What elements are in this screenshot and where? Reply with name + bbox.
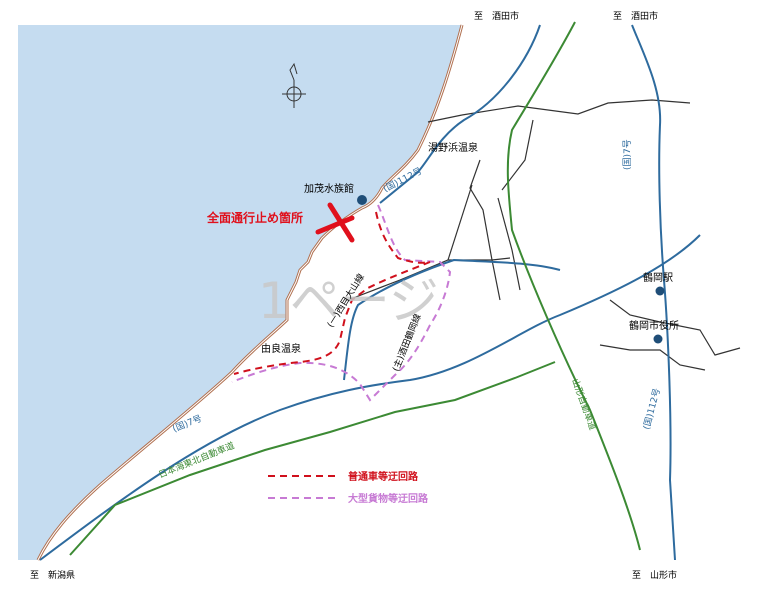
label-kamo-aquarium: 加茂水族館	[304, 182, 354, 195]
page-watermark: 1ページ	[258, 272, 439, 330]
label-nihonkai-expressway: 日本海東北自動車道	[157, 439, 237, 480]
legend: 普通車等迂回路 大型貨物等迂回路	[268, 470, 429, 505]
label-closure-point: 全面通行止め箇所	[206, 210, 303, 225]
national-roads	[39, 24, 701, 561]
truck-detour-route	[231, 204, 452, 402]
label-yura-onsen: 由良温泉	[261, 342, 301, 355]
label-to-sakata-1: 至 酒田市	[474, 10, 519, 22]
expressways	[69, 21, 641, 556]
label-to-niigata: 至 新潟県	[30, 569, 75, 581]
car-detour-route	[233, 211, 431, 375]
label-route-112-east: (国)112号	[641, 387, 663, 431]
label-to-yamagata: 至 山形市	[632, 569, 677, 581]
tsuruoka-city-hall-marker	[653, 334, 663, 344]
label-to-sakata-2: 至 酒田市	[613, 10, 658, 22]
closure-cross-icon	[315, 202, 355, 243]
legend-truck-label: 大型貨物等迂回路	[348, 492, 429, 505]
label-route-7-east: (国)7号	[622, 139, 633, 170]
tsuruoka-station-marker	[655, 286, 665, 296]
north-arrow-icon	[282, 62, 306, 108]
sea-area	[18, 25, 462, 560]
coastline-inner	[37, 24, 463, 561]
label-yunohama-onsen: 湯野浜温泉	[428, 141, 478, 154]
kamo-aquarium-marker	[357, 195, 367, 205]
legend-car-label: 普通車等迂回路	[348, 470, 419, 483]
label-tsuruoka-city-hall: 鶴岡市役所	[629, 319, 679, 332]
label-tsuruoka-station: 鶴岡駅	[643, 271, 673, 284]
label-yamagata-expressway: 山形自動車道	[569, 377, 599, 432]
